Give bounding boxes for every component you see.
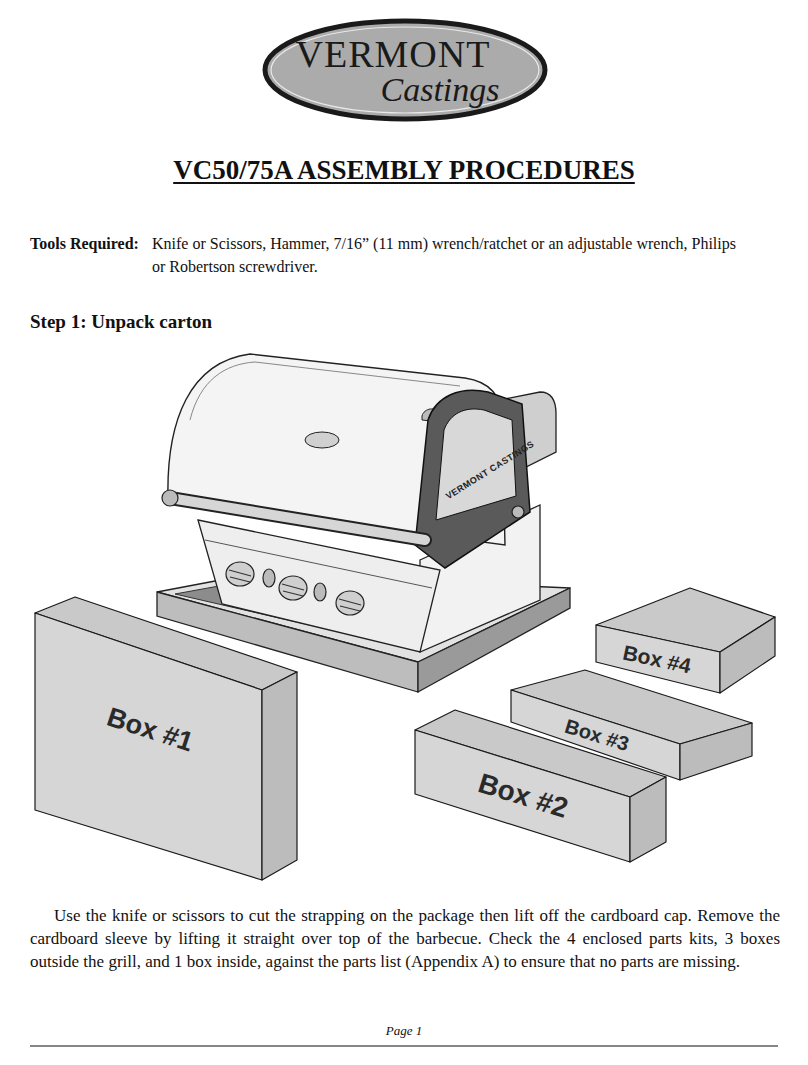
- knob: [336, 591, 364, 615]
- box-outline: [594, 586, 778, 696]
- handle-outline: [170, 498, 425, 540]
- logo-word: VERMONT: [296, 35, 491, 73]
- box-side-face: [720, 617, 775, 693]
- logo-inner-ring: [271, 27, 539, 113]
- footer-rule: [30, 1045, 778, 1046]
- tools-heading: Tools Required:: [30, 232, 139, 255]
- box-side-face: [680, 723, 752, 780]
- tools-list: Knife or Scissors, Hammer, 7/16” (11 mm)…: [152, 232, 752, 278]
- handle: [170, 498, 425, 540]
- box-front-face: [415, 730, 630, 862]
- page-number: Page 1: [0, 1023, 808, 1039]
- logo-script: Castings: [380, 73, 499, 107]
- knob-grip: [282, 584, 304, 596]
- igniter: [314, 583, 326, 601]
- end-cap-bolt: [512, 506, 524, 518]
- box-side-face: [630, 777, 666, 862]
- knob: [279, 576, 307, 600]
- panel-edge: [205, 540, 432, 588]
- instruction-paragraph: Use the knife or scissors to cut the str…: [30, 904, 780, 973]
- knob-grip: [339, 599, 361, 611]
- page-title: VC50/75A ASSEMBLY PROCEDURES: [0, 155, 808, 186]
- knob: [226, 562, 254, 586]
- step-heading: Step 1: Unpack carton: [30, 311, 212, 333]
- carton-box: Box #2: [413, 708, 667, 864]
- carton-box: Box #1: [30, 592, 302, 884]
- lid-badge: [305, 432, 339, 448]
- logo-ellipse: [265, 21, 545, 119]
- brand-logo: VERMONTCastings: [262, 18, 548, 122]
- knob-grip: [229, 570, 251, 582]
- handle-end: [162, 490, 178, 506]
- carton-box: Box #4: [594, 586, 778, 696]
- box-front-face: [35, 613, 262, 880]
- igniter: [263, 569, 275, 587]
- knobs: [226, 562, 364, 615]
- lid-highlight: [190, 362, 460, 420]
- box-side-face: [262, 672, 297, 880]
